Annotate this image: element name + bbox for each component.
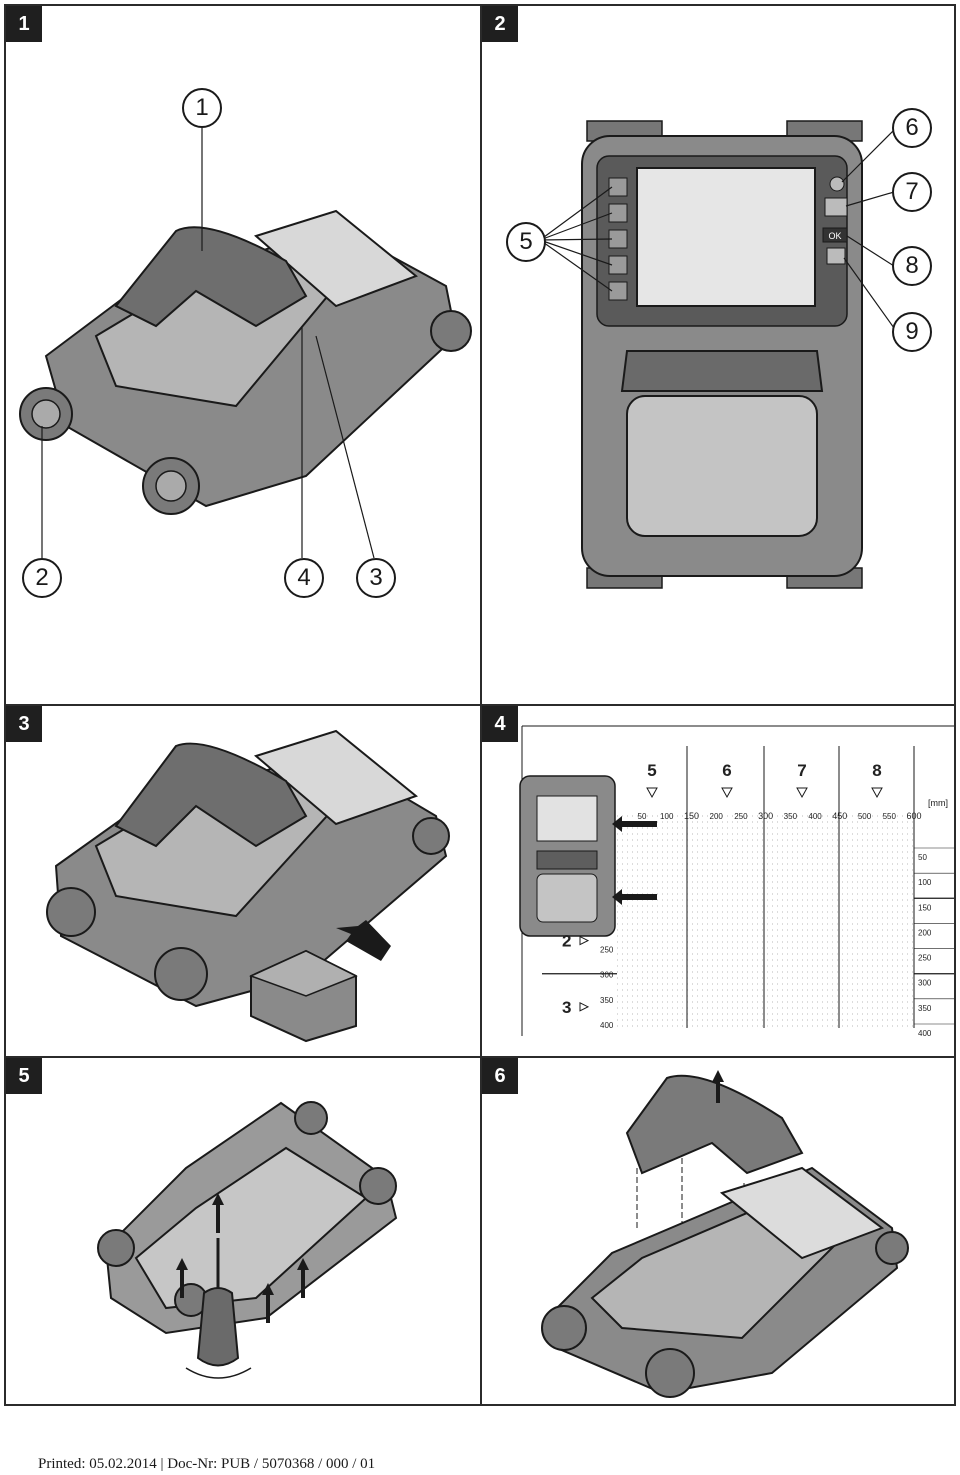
y-tick-label-right: 200	[918, 928, 932, 937]
figure-number-badge: 2	[482, 6, 518, 42]
column-marker-triangle	[871, 787, 883, 799]
figure-number-badge: 4	[482, 706, 518, 742]
x-tick-label: 450	[832, 811, 847, 821]
callout-5: 5	[506, 222, 546, 262]
column-marker-triangle	[721, 787, 733, 799]
x-tick-label: 600	[906, 811, 921, 821]
y-tick-label-right: 400	[918, 1029, 932, 1038]
scanner-top-view-illustration: OK	[539, 120, 895, 589]
x-tick-label: 300	[758, 811, 773, 821]
callout-3: 3	[356, 558, 396, 598]
marker-arrow	[612, 889, 657, 905]
figure-panel-3: 3	[4, 704, 482, 1058]
figure-number-badge: 3	[6, 706, 42, 742]
y-tick-label-right: 50	[918, 853, 927, 862]
x-tick-label: 200	[710, 812, 724, 821]
y-tick-label-right: 250	[918, 954, 932, 963]
ok-button-label: OK	[828, 231, 841, 241]
column-number: 5	[647, 761, 656, 780]
row-label: 2	[562, 932, 571, 951]
figure-panel-5: 5	[4, 1056, 482, 1406]
column-number: 8	[872, 761, 881, 780]
column-marker-triangle	[796, 787, 808, 799]
y-tick-label-left: 300	[600, 971, 614, 980]
battery-insertion-illustration	[46, 729, 450, 1043]
row-label: 3	[562, 998, 571, 1017]
y-tick-label-right: 100	[918, 878, 932, 887]
unit-label: [mm]	[928, 798, 948, 808]
callout-1: 1	[182, 88, 222, 128]
x-tick-label: 250	[734, 812, 748, 821]
callout-8: 8	[892, 246, 932, 286]
row-marker-triangle	[579, 1002, 590, 1012]
marker-arrow	[612, 816, 657, 832]
column-number: 6	[722, 761, 731, 780]
y-tick-label-left: 350	[600, 996, 614, 1005]
y-tick-label-left: 250	[600, 946, 614, 955]
column-number: 7	[797, 761, 806, 780]
figure-number-badge: 6	[482, 1058, 518, 1094]
x-tick-label: 400	[808, 812, 822, 821]
figure-panel-6: 6	[480, 1056, 956, 1406]
y-tick-label-right: 150	[918, 903, 932, 912]
x-tick-label: 350	[784, 812, 798, 821]
y-tick-label-right: 300	[918, 979, 932, 988]
figure-number-badge: 5	[6, 1058, 42, 1094]
figure-panel-2: 2 OK 6 7 5 8 9	[480, 4, 956, 706]
x-tick-label: 50	[638, 812, 647, 821]
column-marker-triangle	[646, 787, 658, 799]
row-marker-triangle	[579, 935, 590, 946]
figure-number-badge: 1	[6, 6, 42, 42]
handle-removal-illustration	[541, 1070, 909, 1398]
callout-4: 4	[284, 558, 324, 598]
callout-6: 6	[892, 108, 932, 148]
x-tick-label: 500	[858, 812, 872, 821]
scan-grid-diagram: 5 6 7 8 50 100 150 200 250 300 350 400 450 500 550 600 5…	[519, 725, 954, 1038]
y-tick-label-right: 350	[918, 1004, 932, 1013]
print-footer: Printed: 05.02.2014 | Doc-Nr: PUB / 5070…	[38, 1456, 376, 1472]
callout-7: 7	[892, 172, 932, 212]
figure-panel-1: 1 1 2 4 3	[4, 4, 482, 706]
y-tick-label-left: 400	[600, 1021, 614, 1030]
callout-2: 2	[22, 558, 62, 598]
x-tick-label: 550	[883, 812, 897, 821]
underside-screw-illustration	[97, 1101, 398, 1379]
x-tick-label: 150	[684, 811, 699, 821]
x-tick-label: 100	[660, 812, 674, 821]
scanner-isometric-illustration	[19, 128, 472, 559]
callout-9: 9	[892, 312, 932, 352]
